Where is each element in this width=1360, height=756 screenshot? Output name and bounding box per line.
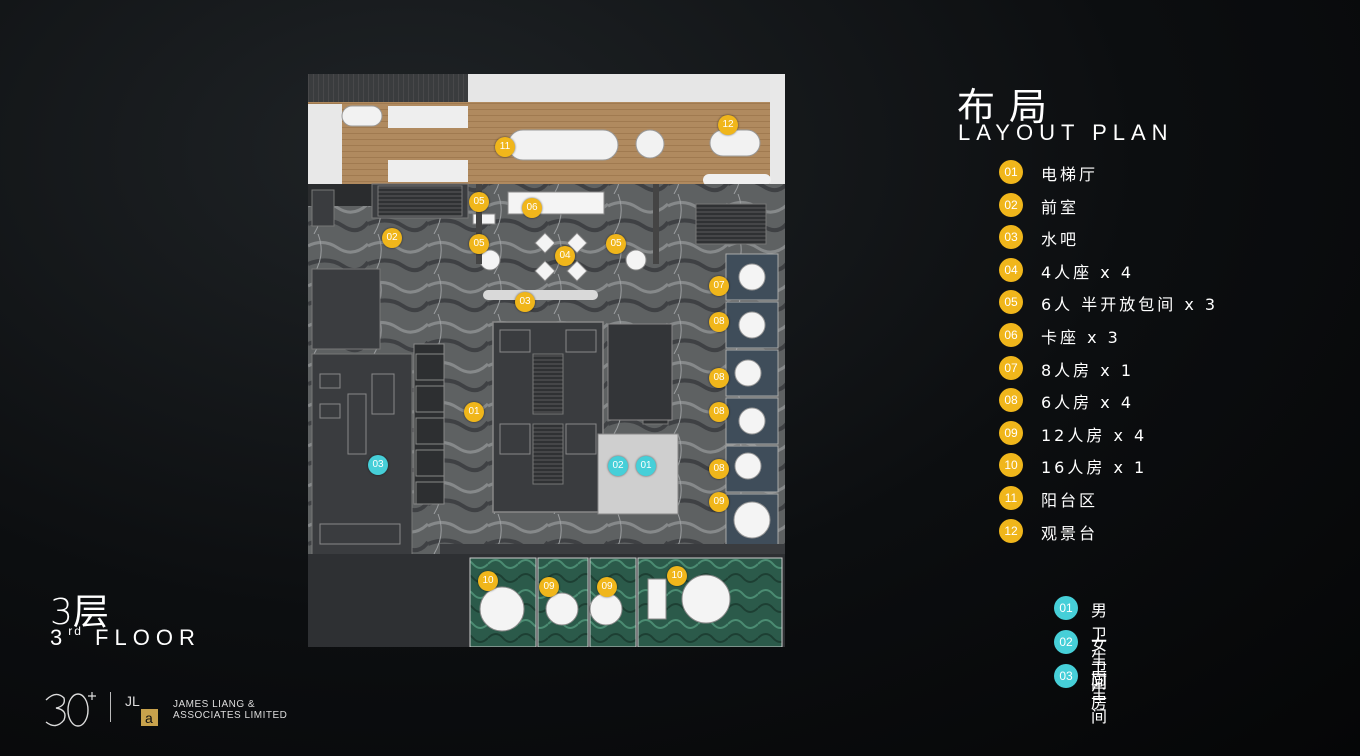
legend-label: 前室 [1041,197,1080,217]
floor-plan-drawing [308,74,785,647]
company-name: JAMES LIANG & ASSOCIATES LIMITED [173,699,287,721]
plan-marker: 08 [709,312,729,332]
plan-marker: 07 [709,276,729,296]
legend-label: 阳台区 [1041,490,1099,510]
plan-marker: 03 [515,292,535,312]
plan-marker: 09 [709,492,729,512]
plan-marker: 05 [469,192,489,212]
legend-number-badge: 06 [999,322,1023,347]
legend-number-badge: 02 [1054,630,1078,654]
plan-marker: 10 [478,571,498,591]
legend-number-badge: 08 [999,388,1023,413]
jla-logo-a: a [145,710,153,726]
plan-marker: 03 [368,455,388,475]
brand-divider [110,692,111,722]
jla-logo: JL a [125,693,158,726]
legend-label: 6人 半开放包间 x 3 [1041,295,1219,315]
legend-number-badge: 09 [999,420,1023,445]
legend-title-zh: 布局 [957,85,1062,129]
legend-number-badge: 01 [1054,596,1078,620]
legend-number-badge: 12 [999,518,1023,543]
legend-label: 6人房 x 4 [1041,393,1135,413]
plan-marker: 02 [608,456,628,476]
legend-label: 卡座 x 3 [1041,327,1121,347]
floor-number: 3 [50,625,69,650]
floor-ordinal-suffix: rd [68,624,83,638]
legend-label: 电梯厅 [1041,165,1099,184]
legend-number-badge: 05 [999,290,1023,315]
legend-title-en: LAYOUT PLAN [958,120,1174,145]
plan-marker: 05 [606,234,626,254]
legend-number-badge: 03 [999,225,1023,250]
plan-marker: 09 [597,577,617,597]
floor-word: FLOOR [95,625,201,650]
legend-label: 8人房 x 1 [1041,360,1135,380]
plan-marker: 01 [464,402,484,422]
floor-plan: 11 12 05 06 02 05 04 05 03 07 08 08 08 0… [308,74,785,647]
legend-label: 观景台 [1041,523,1099,543]
plan-marker: 08 [709,368,729,388]
jla-logo-letters: JL [125,693,140,709]
floor-title-en: 3rd FLOOR [50,624,201,651]
plan-marker: 08 [709,459,729,479]
legend-label: 男卫生间 [1091,601,1111,692]
legend-number-badge: 07 [999,355,1023,380]
brand-footer: JL a JAMES LIANG & ASSOCIATES LIMITED [42,686,302,732]
plan-marker: 02 [382,228,402,248]
plan-marker: 09 [539,577,559,597]
legend-label: 12人房 x 4 [1041,425,1148,445]
company-name-line2: ASSOCIATES LIMITED [173,710,288,721]
anniversary-30-logo [45,692,96,727]
legend-number-badge: 02 [999,192,1023,217]
legend-label: 4人座 x 4 [1041,262,1135,282]
company-name-line1: JAMES LIANG & [173,699,256,710]
legend-number-badge: 01 [999,160,1023,184]
floor-title-zh: 3层 [50,592,109,633]
plan-marker: 05 [469,234,489,254]
plan-marker: 06 [522,198,542,218]
plan-marker: 08 [709,402,729,422]
legend-number-badge: 11 [999,485,1023,510]
legend-number-badge: 10 [999,453,1023,478]
plan-marker: 11 [495,137,515,157]
legend-label: 水吧 [1041,230,1080,250]
legend-number-badge: 04 [999,257,1023,282]
plan-marker: 04 [555,246,575,266]
legend-label: 厨房 [1091,669,1111,712]
plan-marker: 10 [667,566,687,586]
legend-number-badge: 03 [1054,664,1078,688]
plan-marker: 01 [636,456,656,476]
plan-marker: 12 [718,115,738,135]
legend-label: 女卫生间 [1091,635,1111,726]
legend-label: 16人房 x 1 [1041,458,1148,478]
